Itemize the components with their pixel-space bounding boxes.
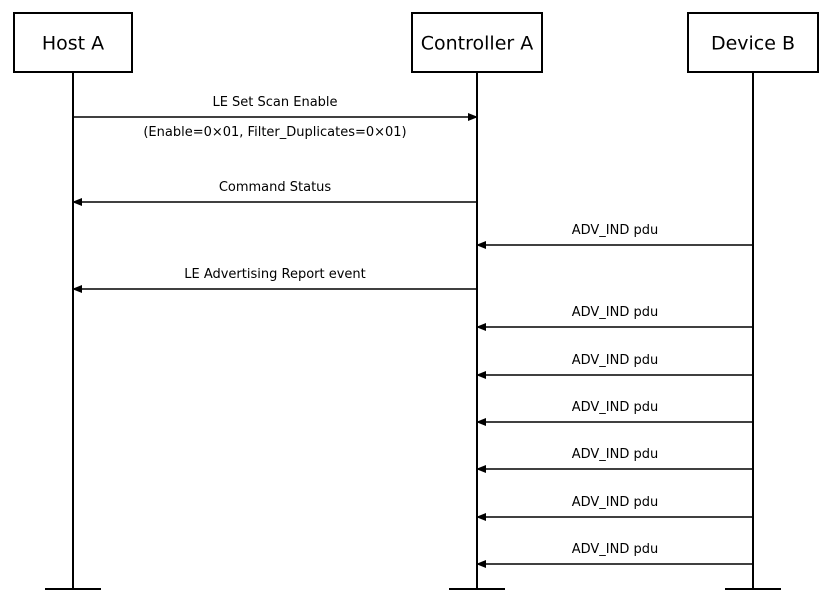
message-label-5: ADV_IND pdu: [572, 305, 659, 320]
participant-box-device-b: [687, 12, 819, 73]
participant-label-controller-a: Controller A: [421, 33, 534, 55]
message-label-10: ADV_IND pdu: [572, 542, 659, 557]
message-label-3: ADV_IND pdu: [572, 223, 659, 238]
participant-box-controller-a: [411, 12, 543, 73]
participant-label-device-b: Device B: [711, 33, 795, 55]
message-label-4: LE Advertising Report event: [184, 267, 366, 282]
message-label-1: LE Set Scan Enable: [212, 95, 337, 110]
message-label-2: Command Status: [219, 180, 332, 195]
participant-label-host-a: Host A: [42, 33, 104, 55]
message-label-9: ADV_IND pdu: [572, 495, 659, 510]
message-label-8: ADV_IND pdu: [572, 447, 659, 462]
message-label-6: ADV_IND pdu: [572, 353, 659, 368]
message-sublabel-1: (Enable=0×01, Filter_Duplicates=0×01): [143, 125, 406, 140]
message-label-7: ADV_IND pdu: [572, 400, 659, 415]
participant-box-host-a: [13, 12, 133, 73]
